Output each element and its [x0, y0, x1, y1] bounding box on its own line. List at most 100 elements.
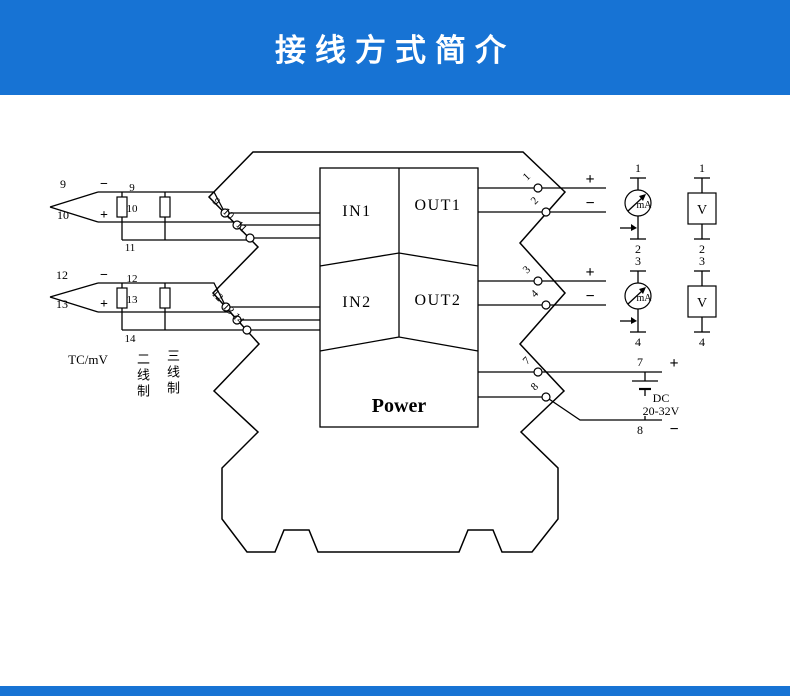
out2-plus-sign: +	[585, 264, 594, 281]
meter-terminal-bottom: 2	[699, 242, 705, 256]
input-terminals: 9 10 11 12 13 14	[209, 196, 255, 335]
terminal-number-1: 1	[521, 171, 533, 183]
wire-terminal-11	[122, 237, 320, 241]
out2-minus-sign: −	[585, 288, 594, 305]
current-arrow	[627, 197, 643, 212]
terminal-circle-8	[541, 392, 551, 402]
tc2-terminal-top: 12	[56, 268, 68, 282]
tc-mv-label: TC/mV	[68, 352, 108, 367]
meter-terminal-bottom: 4	[635, 335, 641, 349]
out1-minus-sign: −	[585, 195, 594, 212]
function-blocks: IN1 OUT1 IN2 OUT2 Power	[319, 167, 479, 428]
tc1-terminal-top: 9	[60, 177, 66, 191]
flow-arrow-head	[631, 224, 637, 231]
header-banner: 接线方式简介	[0, 0, 790, 95]
wire-terminal-12	[98, 282, 320, 308]
ma-label: mA	[637, 293, 653, 304]
block-label-out2: OUT2	[415, 292, 462, 309]
wire-terminal-10	[98, 221, 320, 226]
two-wire-label: 二线制	[135, 352, 150, 400]
tc2-plus-sign: +	[100, 297, 108, 312]
rtd-three-wire-lower	[159, 283, 171, 330]
ma-label: mA	[637, 200, 653, 211]
terminal-number-2: 2	[529, 195, 541, 207]
terminal-circle-13	[232, 315, 242, 325]
block-label-power: Power	[372, 395, 427, 417]
wire-terminal-9	[98, 191, 320, 214]
rtd-terminal-label: 9	[129, 182, 135, 194]
ma-meter-2: 3 mA 4	[620, 254, 652, 349]
rtd-terminal-label: 11	[125, 242, 136, 254]
tc2-wire-bottom	[49, 296, 99, 313]
meter-terminal-top: 3	[699, 254, 705, 268]
supply-minus-sign: −	[669, 421, 678, 438]
terminal-circle-10	[232, 220, 242, 230]
dc-label-line1: DC	[653, 391, 670, 405]
supply-terminal-top: 7	[637, 355, 643, 369]
terminal-circle-12	[221, 302, 231, 312]
out1-plus-sign: +	[585, 171, 594, 188]
rtd-two-wire-upper: 9 10 11	[116, 182, 139, 254]
rtd-terminal-label: 12	[127, 273, 138, 285]
block-label-out1: OUT1	[415, 197, 462, 214]
tc1-terminal-bottom: 10	[57, 208, 69, 222]
v-label: V	[697, 296, 707, 311]
terminal-circle-1	[533, 183, 543, 193]
dc-label-line2: 20-32V	[643, 404, 680, 418]
resistor-symbol	[159, 196, 171, 218]
terminal-circle-11	[245, 233, 255, 243]
block-label-in1: IN1	[342, 203, 371, 220]
power-supply: 7 + DC 20-32V 8 −	[632, 355, 680, 438]
current-arrow	[627, 290, 643, 305]
terminal-circle-14	[242, 325, 252, 335]
ma-meter-1: 1 mA 2	[620, 161, 652, 256]
tc-sensor-1: 9 − 10 +	[49, 177, 108, 223]
meter-terminal-top: 3	[635, 254, 641, 268]
block-divider-chevron-2	[319, 336, 479, 352]
tc1-wire-bottom	[49, 206, 99, 223]
meter-terminal-top: 1	[699, 161, 705, 175]
resistor-symbol	[116, 287, 128, 309]
v-meter-2: 3 V 4	[687, 254, 717, 349]
meter-terminal-bottom: 2	[635, 242, 641, 256]
rtd-two-wire-lower: 12 13 14	[116, 273, 139, 345]
rtd-three-wire-upper	[159, 192, 171, 240]
tc1-minus-sign: −	[100, 177, 108, 192]
terminal-circle-9	[220, 208, 230, 218]
terminal-number-8: 8	[529, 380, 542, 393]
meter-terminal-bottom: 4	[699, 335, 705, 349]
terminal-number-14: 14	[230, 311, 247, 328]
rtd-terminal-label: 10	[127, 203, 139, 215]
terminal-circle-3	[533, 276, 543, 286]
terminal-circle-2	[541, 207, 551, 217]
tc2-minus-sign: −	[100, 268, 108, 283]
resistor-symbol	[159, 287, 171, 309]
supply-plus-sign: +	[669, 355, 678, 372]
three-wire-label: 三线制	[165, 349, 180, 397]
module-outline	[207, 151, 567, 553]
supply-terminal-bottom: 8	[637, 423, 643, 437]
wire-terminal-8	[478, 396, 662, 421]
terminal-number-4: 4	[529, 287, 542, 300]
terminal-number-3: 3	[521, 263, 534, 276]
current-arrow-head	[639, 287, 646, 294]
tc2-wire-top	[49, 282, 99, 298]
v-label: V	[697, 203, 707, 218]
flow-arrow-head	[631, 317, 637, 324]
resistor-symbol	[116, 196, 128, 218]
tc1-plus-sign: +	[100, 208, 108, 223]
rtd-terminal-label: 14	[125, 333, 137, 345]
rtd-terminal-label: 13	[127, 294, 139, 306]
terminal-circle-7	[533, 367, 543, 377]
tc1-wire-top	[49, 191, 99, 208]
v-meter-1: 1 V 2	[687, 161, 717, 256]
footer-bar	[0, 686, 790, 696]
terminal-number-9: 9	[210, 196, 223, 209]
wire-terminal-13	[98, 311, 320, 321]
terminal-circle-4	[541, 300, 551, 310]
voltmeter-box	[687, 192, 717, 225]
tc-sensor-2: 12 − 13 +	[49, 268, 108, 313]
tc2-terminal-bottom: 13	[56, 297, 68, 311]
